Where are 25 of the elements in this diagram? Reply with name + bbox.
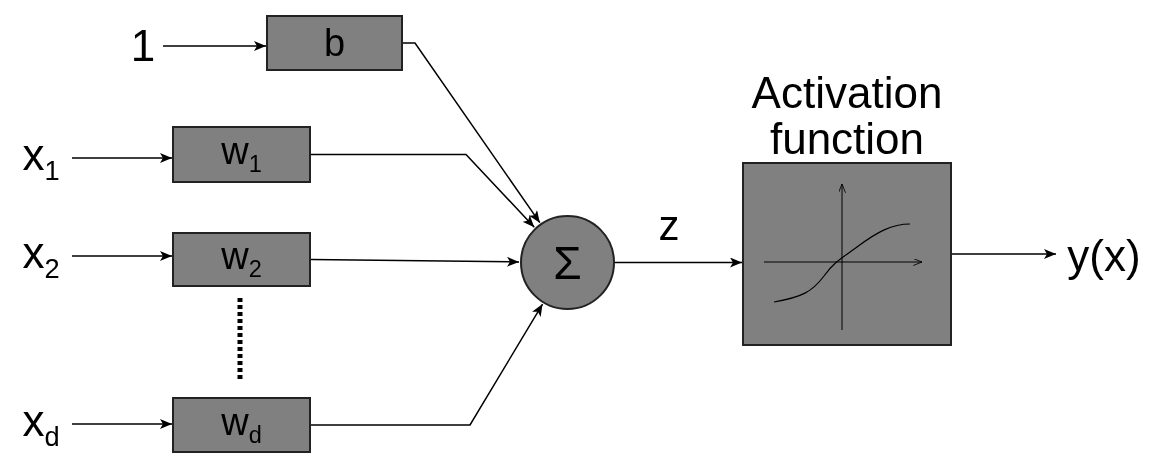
bias-box <box>266 15 403 71</box>
output-label: y(x) <box>1067 234 1141 278</box>
arrow <box>71 419 173 429</box>
node-label: w$_{1}$ <box>221 132 262 177</box>
arrow <box>71 251 173 261</box>
arrow <box>310 256 520 267</box>
arrow <box>951 249 1057 259</box>
arrow <box>162 41 267 51</box>
heading: Activation function <box>750 70 944 162</box>
node-label: b <box>323 24 346 62</box>
weight-box <box>172 232 311 287</box>
arrow <box>310 153 536 228</box>
node-label: Σ <box>553 239 582 286</box>
arrow <box>310 303 544 426</box>
input-label: 1 <box>130 24 156 68</box>
node-label: w$_{d}$ <box>221 402 262 448</box>
weight-box <box>172 126 311 183</box>
arrow <box>71 153 173 163</box>
arrow <box>614 257 743 268</box>
input-label: x$_{d}$ <box>22 398 60 450</box>
node-label: w$_{2}$ <box>221 237 262 282</box>
input-label: x$_{1}$ <box>22 132 60 184</box>
input-label: x$_{2}$ <box>22 230 60 282</box>
arrow <box>402 42 541 224</box>
weight-box <box>172 397 311 453</box>
